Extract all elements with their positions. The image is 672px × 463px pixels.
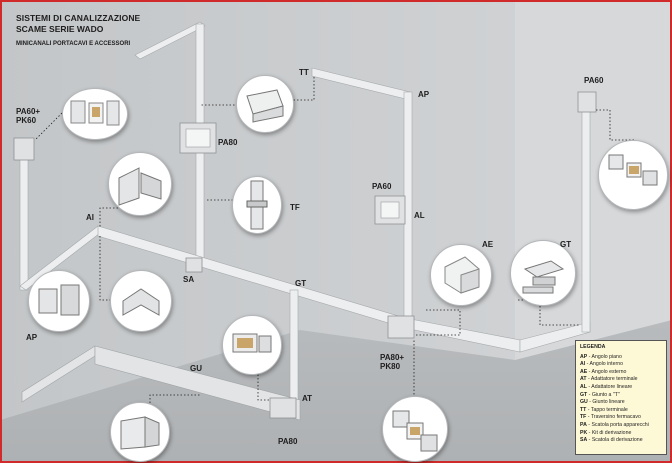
label-at: AT bbox=[302, 394, 313, 403]
closeup-pa60-pk60 bbox=[62, 88, 128, 140]
legend-row: AE - Angolo esterno bbox=[580, 368, 627, 375]
legend-row: PK - Kit di derivazione bbox=[580, 429, 632, 436]
label-pa60-right: PA60 bbox=[584, 76, 604, 85]
closeup-pa80-pk80 bbox=[382, 396, 448, 462]
closeup-tt bbox=[236, 75, 294, 133]
label-ai: AI bbox=[86, 213, 94, 222]
legend-row: AI - Angolo interno bbox=[580, 361, 623, 368]
closeup-ap-left bbox=[28, 270, 90, 332]
legend-row: TF - Traversino fermacavo bbox=[580, 414, 641, 421]
label-gt-right: GT bbox=[560, 240, 572, 249]
closeup-tf bbox=[232, 176, 282, 234]
legend-row: SA - Scatola di derivazione bbox=[580, 437, 643, 444]
label-pa60-pk60-line2: PK60 bbox=[16, 116, 37, 125]
label-pa80-pk80-line2: PK80 bbox=[380, 362, 401, 371]
legend-row: GT - Giunto a "T" bbox=[580, 391, 620, 398]
label-ae: AE bbox=[482, 240, 494, 249]
label-ap-right: AP bbox=[418, 90, 430, 99]
closeup-gu bbox=[110, 402, 170, 462]
label-pa80-pk80: PA80+ PK80 bbox=[380, 353, 404, 371]
label-sa: SA bbox=[183, 275, 195, 284]
label-pa60-pk60: PA60+ PK60 bbox=[16, 107, 40, 125]
closeup-pa60-right bbox=[598, 140, 668, 210]
legend-row: TT - Tappo terminale bbox=[580, 406, 628, 413]
closeup-gt bbox=[510, 240, 576, 306]
label-tf: TF bbox=[290, 203, 300, 212]
legend-title: LEGENDA bbox=[580, 344, 606, 350]
label-tt: TT bbox=[299, 68, 309, 77]
closeup-ai bbox=[108, 152, 172, 216]
label-pa80-pk80-line1: PA80+ bbox=[380, 353, 405, 362]
title-line-2: SCAME SERIE WADO bbox=[16, 24, 104, 34]
legend-row: PA - Scatola porta apparecchi bbox=[580, 421, 649, 428]
title-block: SISTEMI DI CANALIZZAZIONE SCAME SERIE WA… bbox=[16, 13, 140, 50]
title-line-1: SISTEMI DI CANALIZZAZIONE bbox=[16, 13, 141, 23]
legend-row: AL - Adattatore lineare bbox=[580, 383, 633, 390]
label-al: AL bbox=[414, 211, 425, 220]
title-line-3: MINICANALI PORTACAVI E ACCESSORI bbox=[16, 41, 131, 47]
closeup-ap-right bbox=[110, 270, 172, 332]
legend-row: AT - Adattatore terminale bbox=[580, 376, 638, 383]
legend-row: AP - Angolo piano bbox=[580, 353, 622, 360]
legend-row: GU - Giunto lineare bbox=[580, 399, 625, 406]
label-ap-left: AP bbox=[26, 333, 38, 342]
closeup-ae bbox=[430, 244, 492, 306]
label-pa80-top: PA80 bbox=[218, 138, 238, 147]
label-gu: GU bbox=[190, 364, 202, 373]
label-pa80-bottom: PA80 bbox=[278, 437, 298, 446]
label-pa60-pk60-line1: PA60+ bbox=[16, 107, 41, 116]
closeup-at bbox=[222, 315, 282, 375]
legend-box: LEGENDA AP - Angolo piano AI - Angolo in… bbox=[575, 340, 667, 455]
label-pa60-mid: PA60 bbox=[372, 182, 392, 191]
label-gt-mid: GT bbox=[295, 279, 307, 288]
